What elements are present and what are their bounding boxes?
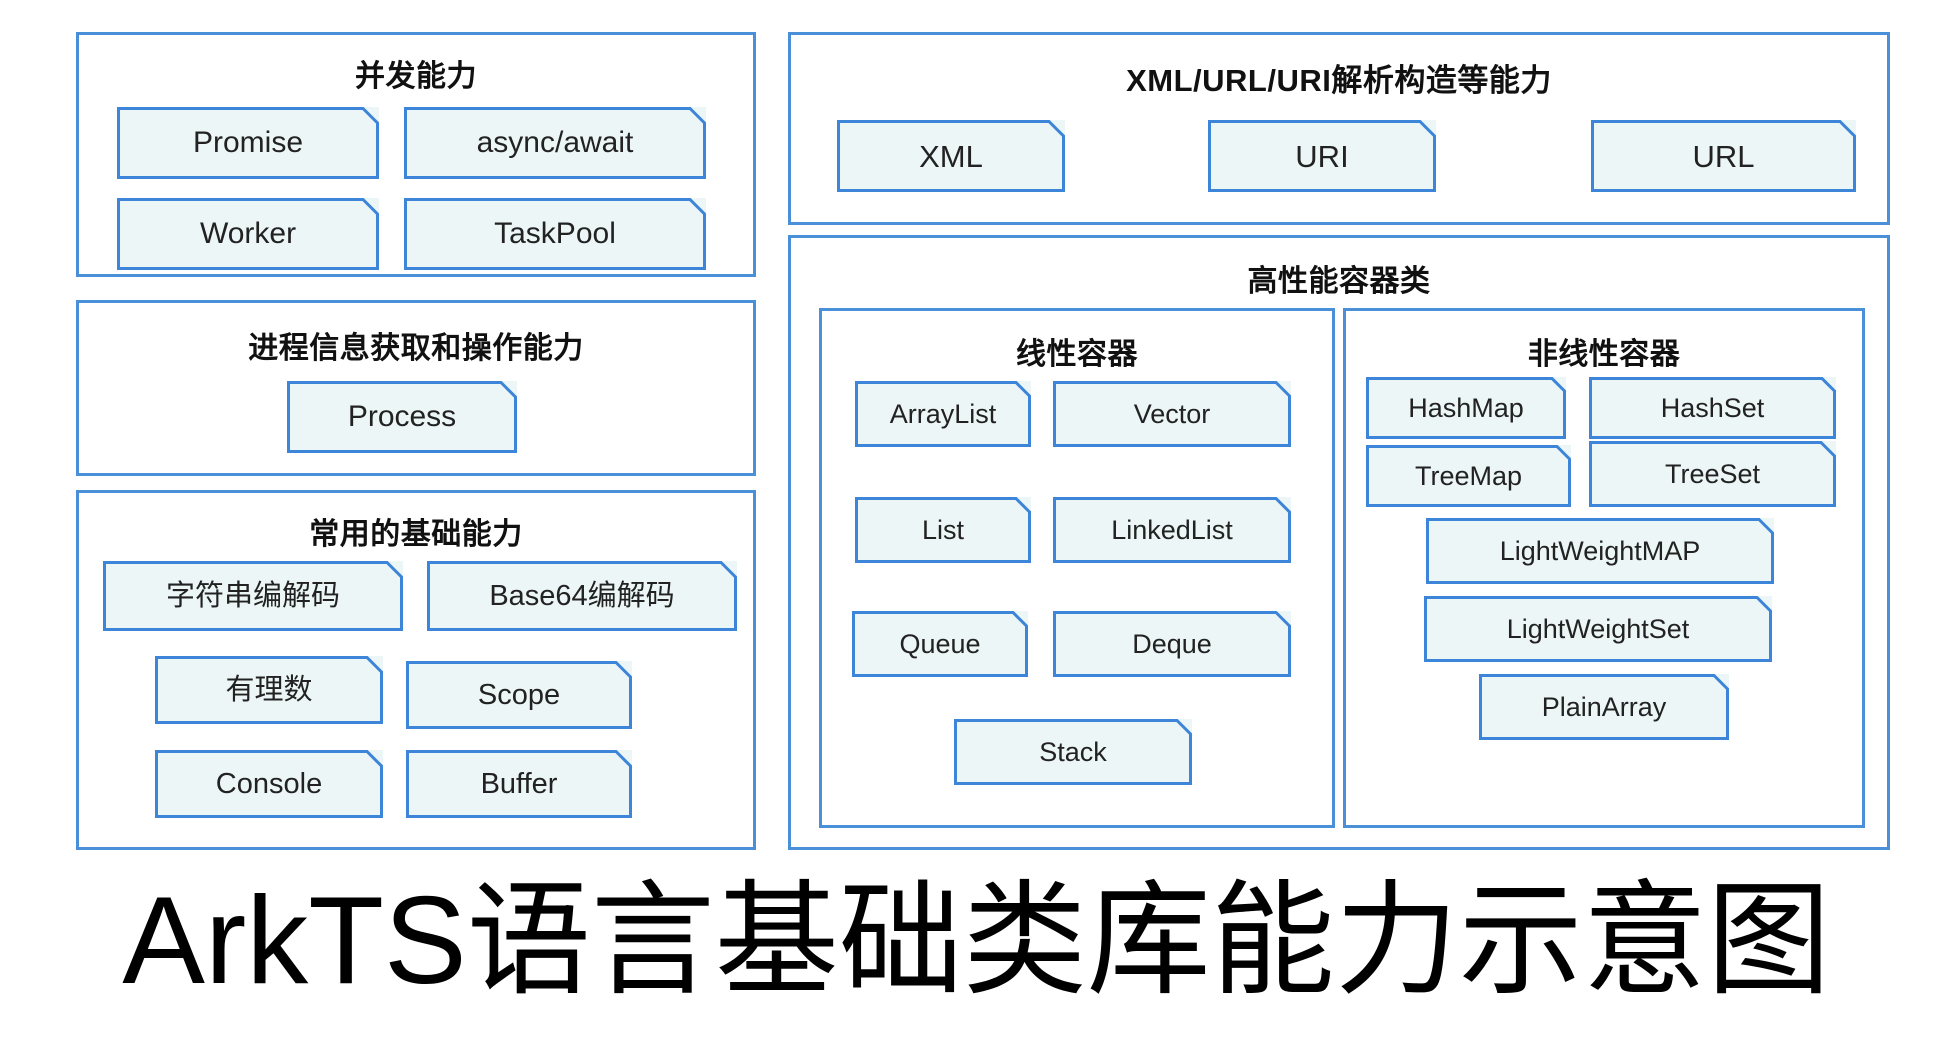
note-process[interactable]: Process: [287, 381, 517, 453]
note-label: HashSet: [1660, 392, 1765, 423]
folded-corner-shape: [103, 561, 403, 631]
folded-corner-shape: [404, 107, 706, 179]
note-plainarray[interactable]: PlainArray: [1479, 674, 1729, 740]
note-label: URI: [1295, 138, 1349, 174]
note-label: TreeMap: [1414, 460, 1523, 491]
subgroup-title-nonlinear-containers: 非线性容器: [1527, 338, 1681, 371]
folded-corner-shape: [1053, 497, 1291, 563]
folded-corner-shape: [406, 661, 632, 729]
note-arraylist[interactable]: ArrayList: [855, 381, 1031, 447]
note-label: 字符串编解码: [165, 579, 340, 612]
note-label: PlainArray: [1541, 691, 1667, 722]
folded-corner-shape: [1366, 377, 1566, 439]
note-uri[interactable]: URI: [1208, 120, 1436, 192]
note-hashmap[interactable]: HashMap: [1366, 377, 1566, 439]
note-label: 有理数: [225, 673, 313, 706]
folded-corner-shape: [117, 198, 379, 270]
group-title-common-basics: 常用的基础能力: [309, 518, 523, 551]
note-label: Worker: [199, 217, 297, 250]
note-label: URL: [1692, 138, 1755, 174]
folded-corner-shape: [1053, 611, 1291, 677]
note-buffer[interactable]: Buffer: [406, 750, 632, 818]
note-promise[interactable]: Promise: [117, 107, 379, 179]
folded-corner-shape: [852, 611, 1028, 677]
note-label: Promise: [192, 126, 304, 159]
folded-corner-shape: [837, 120, 1065, 192]
note-label: Process: [347, 400, 457, 433]
note-label: Deque: [1132, 628, 1212, 659]
group-panel-parsing: XML/URL/URI解析构造等能力 XML URI URL: [788, 32, 1890, 225]
group-title-parsing: XML/URL/URI解析构造等能力: [1126, 63, 1552, 98]
note-label: XML: [919, 138, 983, 174]
subgroup-panel-nonlinear-containers: 非线性容器 HashMap HashSet TreeMap: [1343, 308, 1865, 828]
folded-corner-shape: [1208, 120, 1436, 192]
note-scope[interactable]: Scope: [406, 661, 632, 729]
group-title-process: 进程信息获取和操作能力: [248, 332, 584, 365]
note-label: LightWeightSet: [1506, 613, 1690, 644]
folded-corner-shape: [155, 656, 383, 724]
note-label: List: [921, 514, 965, 545]
group-title-containers: 高性能容器类: [1247, 265, 1431, 298]
note-label: TaskPool: [494, 217, 616, 250]
note-worker[interactable]: Worker: [117, 198, 379, 270]
note-deque[interactable]: Deque: [1053, 611, 1291, 677]
folded-corner-shape: [1591, 120, 1856, 192]
subgroup-title-linear-containers: 线性容器: [1016, 338, 1138, 371]
note-label: HashMap: [1408, 392, 1524, 423]
note-url[interactable]: URL: [1591, 120, 1856, 192]
note-queue[interactable]: Queue: [852, 611, 1028, 677]
note-label: Buffer: [480, 767, 558, 800]
folded-corner-shape: [1426, 518, 1774, 584]
note-label: Scope: [477, 678, 561, 711]
folded-corner-shape: [155, 750, 383, 818]
note-treeset[interactable]: TreeSet: [1589, 441, 1836, 507]
note-treemap[interactable]: TreeMap: [1366, 445, 1571, 507]
subgroup-panel-linear-containers: 线性容器 ArrayList Vector List: [819, 308, 1335, 828]
note-taskpool[interactable]: TaskPool: [404, 198, 706, 270]
note-linkedlist[interactable]: LinkedList: [1053, 497, 1291, 563]
note-xml[interactable]: XML: [837, 120, 1065, 192]
note-lightweightmap[interactable]: LightWeightMAP: [1426, 518, 1774, 584]
note-vector[interactable]: Vector: [1053, 381, 1291, 447]
note-base64-codec[interactable]: Base64编解码: [427, 561, 737, 631]
note-label: LinkedList: [1111, 514, 1233, 545]
group-title-concurrency: 并发能力: [355, 60, 477, 93]
folded-corner-shape: [1424, 596, 1772, 662]
folded-corner-shape: [1053, 381, 1291, 447]
folded-corner-shape: [1479, 674, 1729, 740]
folded-corner-shape: [287, 381, 517, 453]
note-label: Stack: [1039, 736, 1107, 767]
note-label: Vector: [1133, 398, 1211, 429]
group-panel-concurrency: 并发能力 Promise async/await Worker TaskPool: [76, 32, 756, 277]
note-label: Queue: [899, 628, 981, 659]
note-stack[interactable]: Stack: [954, 719, 1192, 785]
folded-corner-shape: [1589, 377, 1836, 439]
note-lightweightset[interactable]: LightWeightSet: [1424, 596, 1772, 662]
note-label: TreeSet: [1664, 458, 1761, 489]
note-list[interactable]: List: [855, 497, 1031, 563]
diagram-caption: ArkTS语言基础类库能力示意图: [122, 872, 1831, 1010]
folded-corner-shape: [404, 198, 706, 270]
note-string-codec[interactable]: 字符串编解码: [103, 561, 403, 631]
note-label: async/await: [476, 126, 634, 159]
group-panel-common-basics: 常用的基础能力 字符串编解码 Base64编解码 有理数 Scope: [76, 490, 756, 850]
folded-corner-shape: [406, 750, 632, 818]
note-hashset[interactable]: HashSet: [1589, 377, 1836, 439]
note-label: Base64编解码: [489, 579, 675, 612]
folded-corner-shape: [1589, 441, 1836, 507]
folded-corner-shape: [855, 497, 1031, 563]
note-async-await[interactable]: async/await: [404, 107, 706, 179]
folded-corner-shape: [117, 107, 379, 179]
note-console[interactable]: Console: [155, 750, 383, 818]
group-panel-containers: 高性能容器类 线性容器 ArrayList Vector List: [788, 235, 1890, 850]
folded-corner-shape: [1366, 445, 1571, 507]
group-panel-process: 进程信息获取和操作能力 Process: [76, 300, 756, 476]
note-label: ArrayList: [889, 398, 997, 429]
note-rational-number[interactable]: 有理数: [155, 656, 383, 724]
note-label: Console: [215, 767, 323, 800]
folded-corner-shape: [855, 381, 1031, 447]
folded-corner-shape: [954, 719, 1192, 785]
folded-corner-shape: [427, 561, 737, 631]
note-label: LightWeightMAP: [1499, 535, 1701, 566]
